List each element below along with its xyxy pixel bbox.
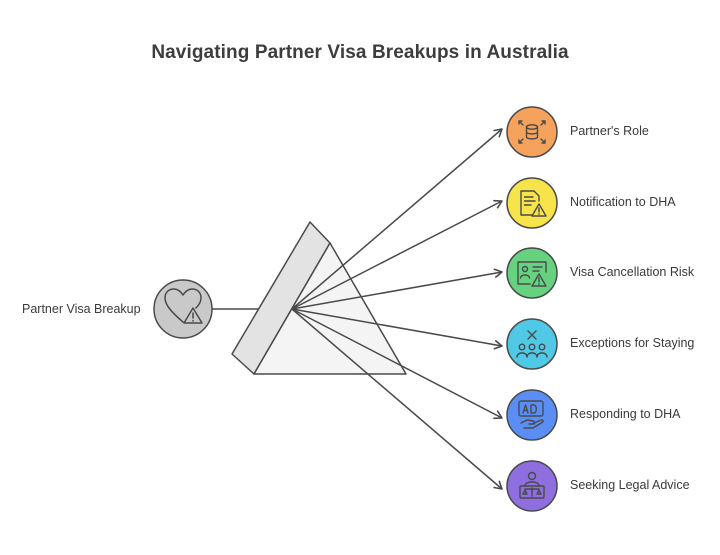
source-node	[153, 279, 213, 339]
output-ray-3	[291, 268, 503, 310]
output-node-responding-to-dha	[506, 389, 558, 441]
output-label-partners-role: Partner's Role	[570, 124, 649, 138]
output-label-exceptions-for-staying: Exceptions for Staying	[570, 336, 695, 350]
output-ray-1	[291, 128, 503, 310]
output-ray-6	[291, 308, 503, 490]
output-label-visa-cancellation-risk: Visa Cancellation Risk	[570, 265, 695, 279]
id-card-warning-icon	[517, 261, 547, 287]
output-ray-2	[291, 199, 503, 310]
output-label-responding-to-dha: Responding to DHA	[570, 407, 681, 421]
page-title: Navigating Partner Visa Breakups in Aust…	[151, 42, 569, 63]
legal-scales-icon	[519, 471, 545, 499]
output-node-partners-role	[506, 106, 558, 158]
database-arrows-icon	[518, 120, 546, 144]
people-cross-icon	[516, 330, 548, 358]
output-ray-4	[291, 308, 503, 350]
heart-warning-icon	[164, 288, 203, 324]
output-node-exceptions-for-staying	[506, 318, 558, 370]
output-label-seeking-legal-advice: Seeking Legal Advice	[570, 478, 690, 492]
source-label: Partner Visa Breakup	[22, 302, 141, 316]
output-node-seeking-legal-advice	[506, 460, 558, 512]
output-node-notification-to-dha	[506, 177, 558, 229]
output-node-visa-cancellation-risk	[506, 247, 558, 299]
output-rays	[291, 128, 503, 490]
output-ray-5	[291, 308, 503, 420]
prism	[231, 221, 407, 375]
ad-hand-icon	[518, 400, 544, 429]
document-warning-icon	[520, 190, 547, 217]
output-label-notification-to-dha: Notification to DHA	[570, 195, 676, 209]
